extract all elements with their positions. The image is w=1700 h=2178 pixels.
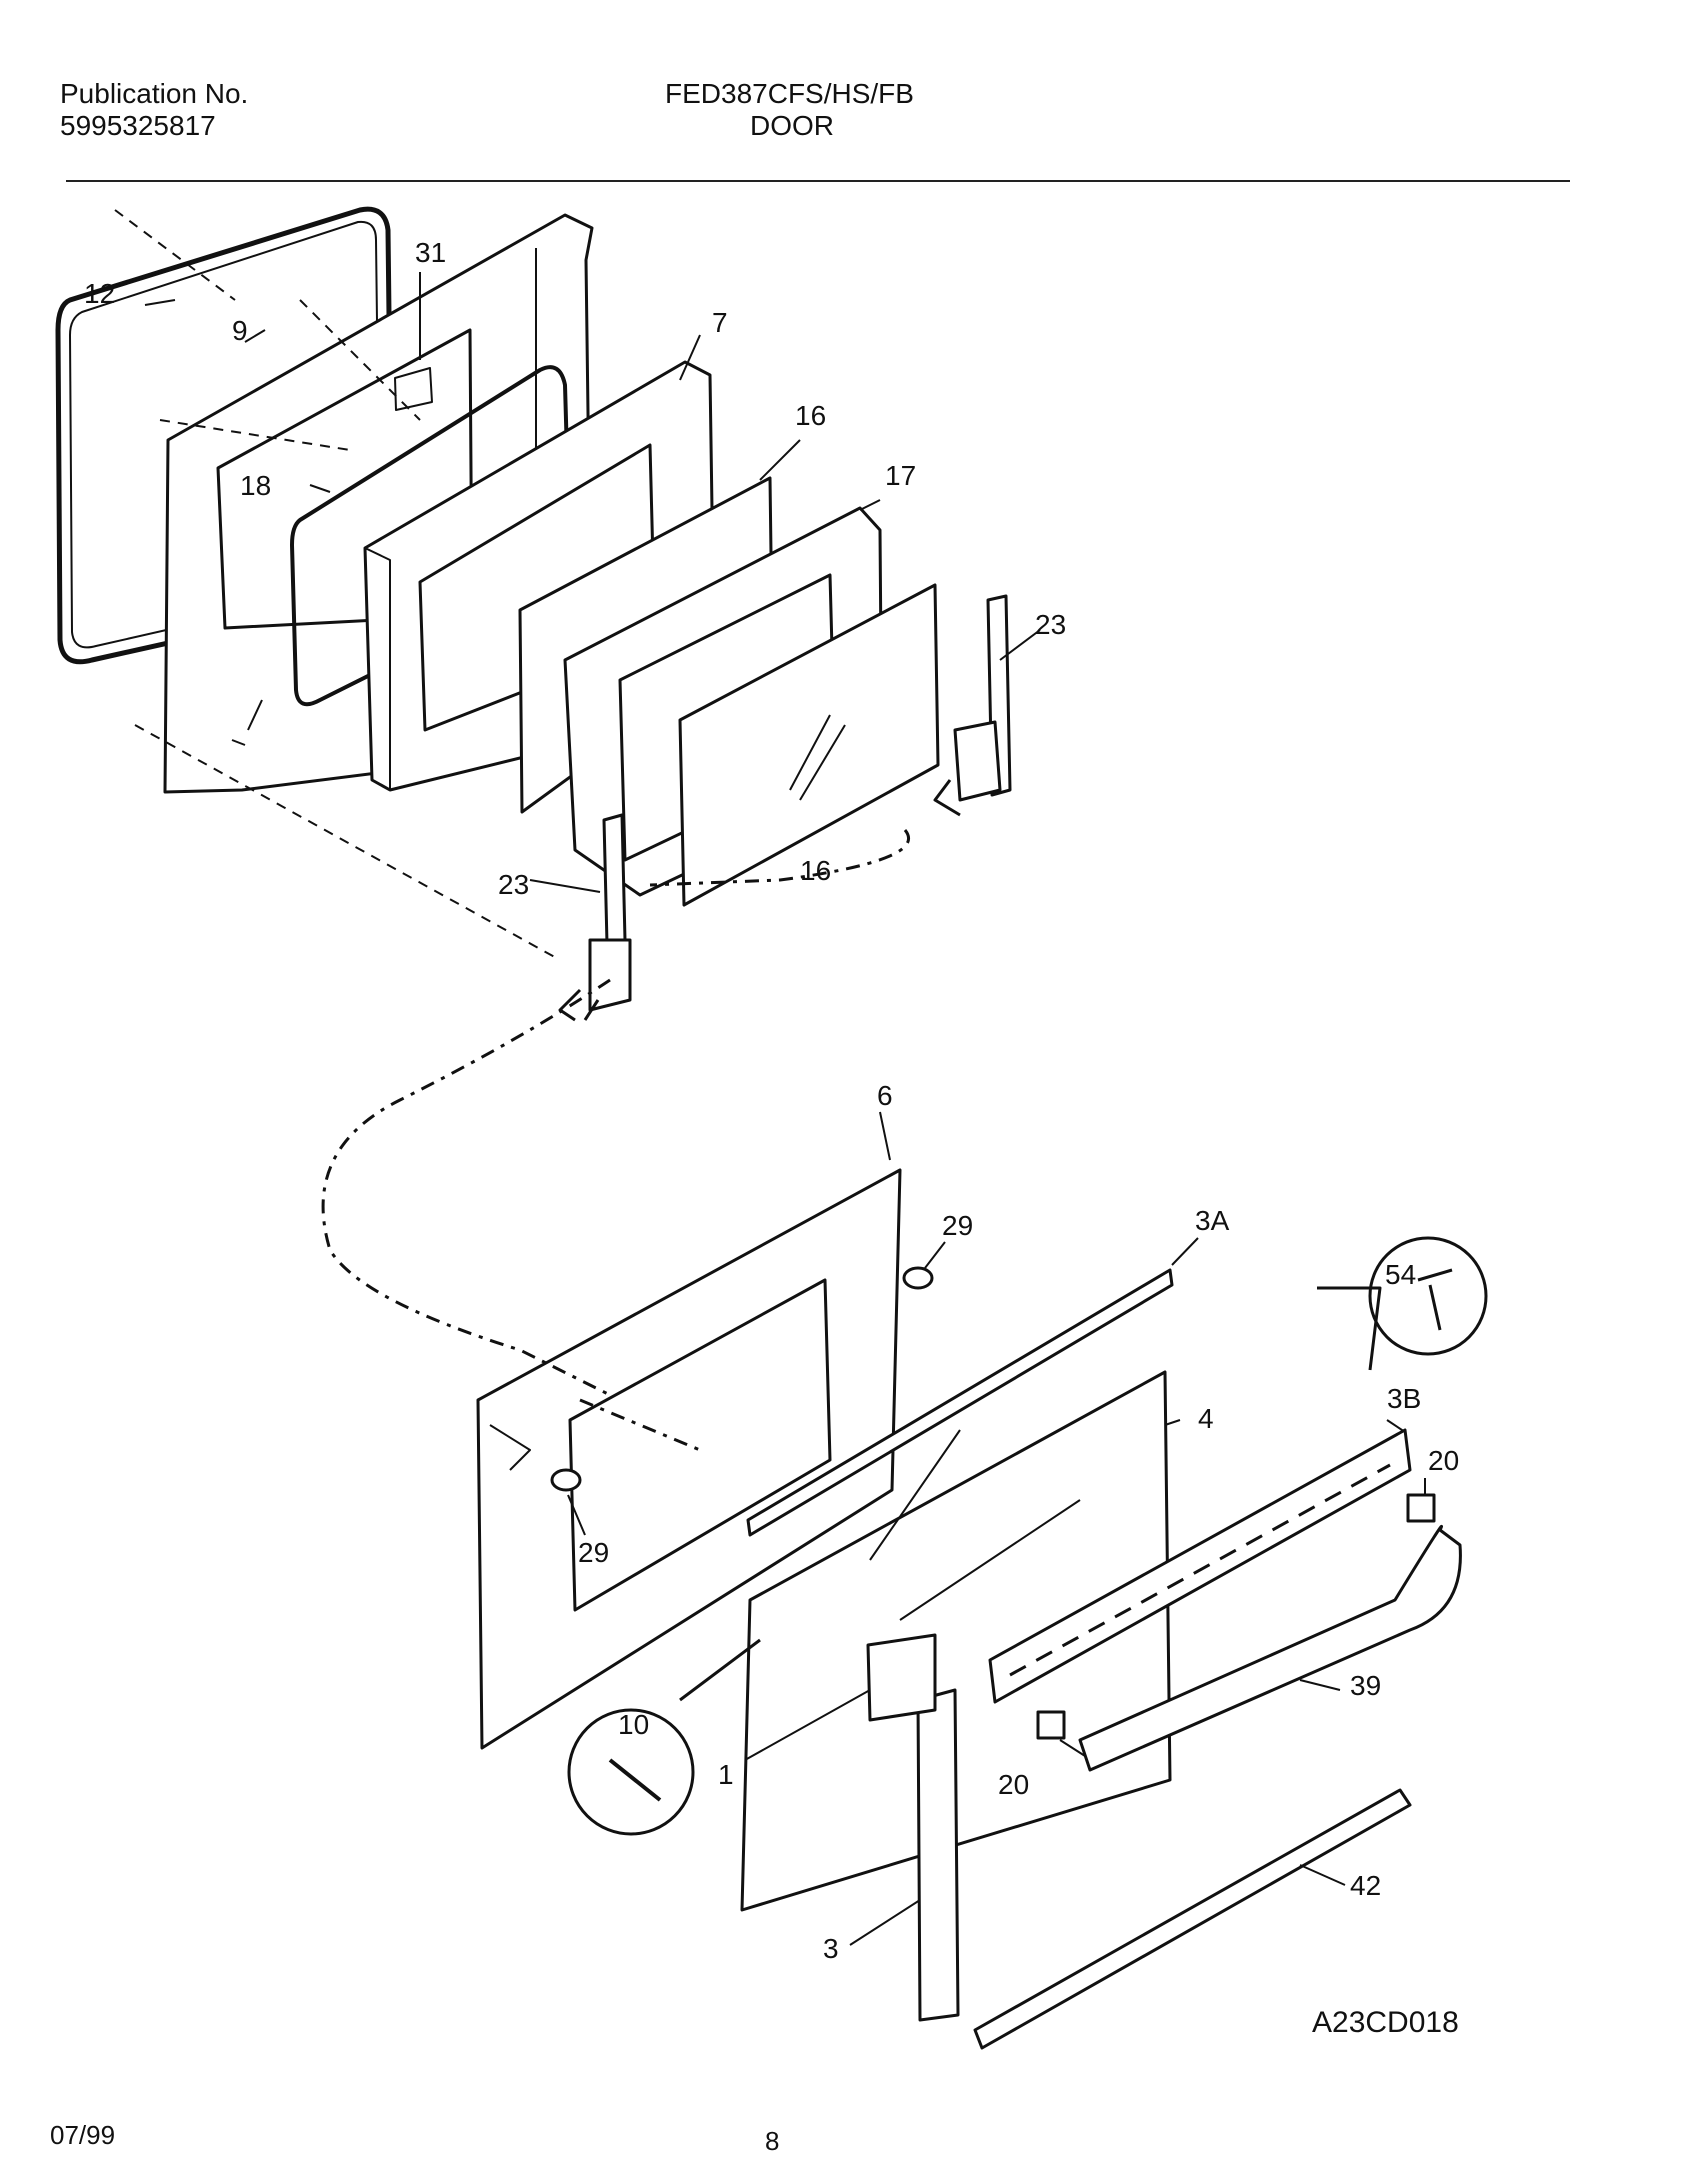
bracket-part-31 <box>394 367 433 411</box>
bottom-trim-part-42 <box>973 1788 1412 2050</box>
end-cap-part-20-right <box>1406 1493 1436 1523</box>
detail-circle-screw-54 <box>1317 1236 1488 1371</box>
publication-label: Publication No. <box>60 78 249 109</box>
bumper-part-29-lower <box>550 1468 582 1492</box>
callout-18: 18 <box>240 470 271 501</box>
callout-16-upper: 16 <box>795 400 826 431</box>
header-rule <box>66 180 1570 182</box>
detail-circle-screw-10 <box>567 1638 761 1836</box>
callout-42: 42 <box>1350 1870 1381 1901</box>
page-number: 8 <box>765 2126 780 2156</box>
callout-29-upper: 29 <box>942 1210 973 1241</box>
leader-dashed <box>134 724 561 961</box>
publication-number: 5995325817 <box>60 110 216 141</box>
callout-3B: 3B <box>1387 1383 1421 1414</box>
callout-20-right: 20 <box>1428 1445 1459 1476</box>
handle-trim-part-3B <box>988 1428 1412 1704</box>
callout-17: 17 <box>885 460 916 491</box>
callout-3: 3 <box>823 1933 839 1964</box>
figure-code: A23CD018 <box>1312 2006 1459 2039</box>
section-title: DOOR <box>750 110 834 141</box>
callout-7: 7 <box>712 307 728 338</box>
leader-lines <box>144 272 1426 1946</box>
callout-16-lower: 16 <box>800 855 831 886</box>
door-handle-part-39 <box>1078 1524 1462 1772</box>
door-hinge-part-23-right <box>933 594 1012 817</box>
callout-54: 54 <box>1385 1259 1416 1290</box>
footer-date: 07/99 <box>50 2120 116 2150</box>
callout-31: 31 <box>415 237 446 268</box>
callout-23-left: 23 <box>498 869 529 900</box>
assembly-route-dashed <box>649 829 911 887</box>
callout-23-right: 23 <box>1035 609 1066 640</box>
leader-dashed <box>114 209 421 451</box>
callout-10: 10 <box>618 1709 649 1740</box>
bumper-part-29-upper <box>902 1266 934 1290</box>
callout-1: 1 <box>718 1759 734 1790</box>
callout-9: 9 <box>232 315 248 346</box>
assembly-route-dashed <box>321 978 701 1452</box>
outer-door-panel-part-6 <box>476 1168 902 1750</box>
callout-3A: 3A <box>1195 1205 1230 1236</box>
bracket-part-1 <box>866 1633 937 1722</box>
glass-pane-part-16-lower <box>678 583 940 907</box>
end-cap-part-20-left <box>1036 1710 1066 1740</box>
door-hinge-part-23-left <box>558 813 632 1022</box>
trim-strip-part-3A <box>746 1268 1174 1537</box>
side-trim-part-3 <box>916 1688 960 2022</box>
model-number: FED387CFS/HS/FB <box>665 78 914 109</box>
callout-39: 39 <box>1350 1670 1381 1701</box>
callout-20-left: 20 <box>998 1769 1029 1800</box>
outer-glass-part-4 <box>740 1370 1172 1912</box>
callout-4: 4 <box>1198 1403 1214 1434</box>
callout-12: 12 <box>84 278 115 309</box>
callout-29-lower: 29 <box>578 1537 609 1568</box>
callout-6: 6 <box>877 1080 893 1111</box>
